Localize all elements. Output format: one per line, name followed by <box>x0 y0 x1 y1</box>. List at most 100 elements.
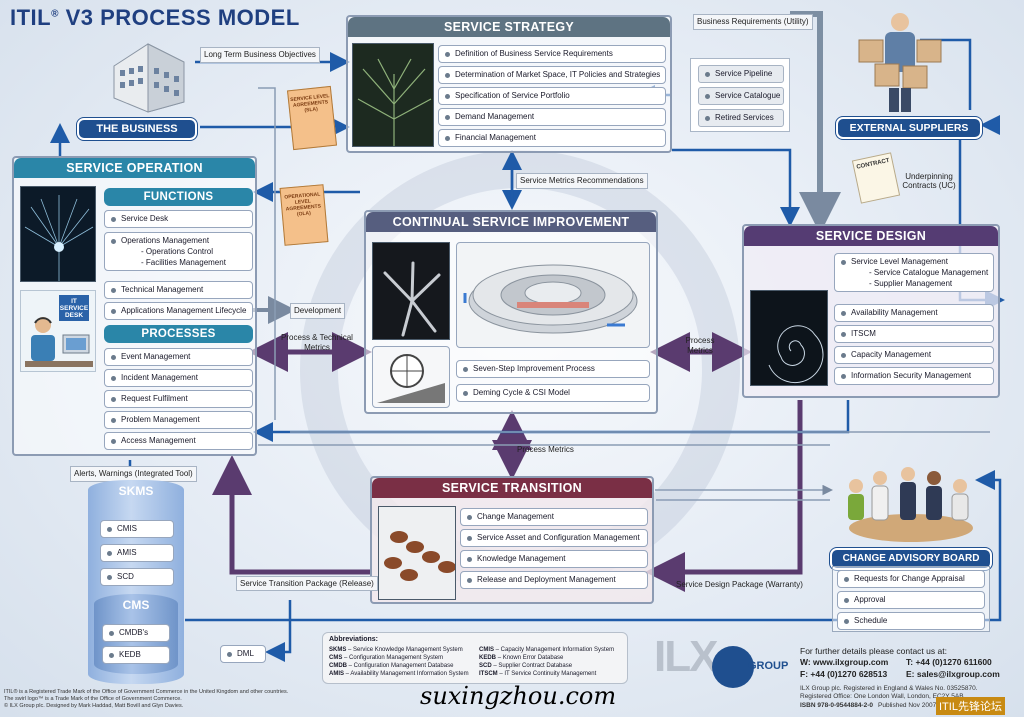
service-operation-panel: SERVICE OPERATION IT SERVICE DESK FUNCTI… <box>12 156 257 456</box>
portfolio-item[interactable]: Retired Services <box>698 109 784 127</box>
transition-book-cover <box>378 506 456 600</box>
strategy-item[interactable]: Determination of Market Space, IT Polici… <box>438 66 666 84</box>
skms-item[interactable]: AMIS <box>100 544 174 562</box>
external-suppliers-badge: EXTERNAL SUPPLIERS <box>836 117 982 139</box>
ola-document: OPERATIONAL LEVEL AGREEMENTS (OLA) <box>279 184 329 246</box>
abbreviations-panel: Abbreviations: SKMS – Service Knowledge … <box>322 632 628 684</box>
label-service-transition-package: Service Transition Package (Release) <box>236 576 378 591</box>
contact-intro: For further details please contact us at… <box>800 646 947 656</box>
functions-header: FUNCTIONS <box>104 188 253 206</box>
skms-label: SKMS <box>118 484 154 498</box>
office-building-icon <box>113 43 185 113</box>
function-service-desk[interactable]: Service Desk <box>104 210 253 228</box>
portfolio-item[interactable]: Service Pipeline <box>698 65 784 83</box>
contact-web[interactable]: W: www.ilxgroup.com <box>800 657 889 667</box>
operation-process[interactable]: Event Management <box>104 348 253 366</box>
design-slm[interactable]: Service Level Management - Service Catal… <box>834 253 994 292</box>
contact-tel: T: +44 (0)1270 611600 <box>906 657 992 667</box>
cms-item[interactable]: KEDB <box>102 646 170 664</box>
label-process-technical-metrics: Process & Technical Metrics <box>281 333 353 352</box>
trademark-notice: ITIL® is a Registered Trade Mark of the … <box>4 689 289 709</box>
arrow-design-package <box>645 400 803 592</box>
contact-email[interactable]: E: sales@ilxgroup.com <box>906 669 1000 679</box>
ilx-group-text: GROUP <box>748 660 789 672</box>
cab-item[interactable]: Approval <box>837 591 985 609</box>
design-book-cover <box>750 290 828 386</box>
supplier-person-icon <box>858 13 942 112</box>
label-business-requirements: Business Requirements (Utility) <box>693 14 813 30</box>
abbreviations-left: SKMS – Service Knowledge Management Syst… <box>329 647 469 677</box>
strategy-item[interactable]: Specification of Service Portfolio <box>438 87 666 105</box>
function-technical-management[interactable]: Technical Management <box>104 281 253 299</box>
operation-book-cover <box>20 186 96 282</box>
arrow-strategy-design <box>672 148 800 227</box>
csi-header: CONTINUAL SERVICE IMPROVEMENT <box>366 212 656 232</box>
abbreviations-title: Abbreviations: <box>329 636 379 643</box>
operation-process[interactable]: Access Management <box>104 432 253 450</box>
strategy-book-cover <box>352 43 434 147</box>
portfolio-item[interactable]: Service Catalogue <box>698 87 784 105</box>
arrow-business-requirements <box>790 11 841 234</box>
service-transition-panel: SERVICE TRANSITION Change Management Ser… <box>370 476 654 604</box>
strategy-item[interactable]: Financial Management <box>438 129 666 147</box>
service-strategy-header: SERVICE STRATEGY <box>348 17 670 37</box>
transition-item[interactable]: Change Management <box>460 508 648 526</box>
label-process-metrics-right: Process Metrics <box>685 336 715 355</box>
abbreviations-right: CMIS – Capacity Management Information S… <box>479 647 615 677</box>
ilx-logo-mark <box>712 646 754 688</box>
csi-panel: CONTINUAL SERVICE IMPROVEMENT Seven-Step… <box>364 210 658 414</box>
design-item[interactable]: Capacity Management <box>834 346 994 364</box>
corner-watermark: ITIL先锋论坛 <box>936 697 1005 715</box>
label-process-metrics: Process Metrics <box>517 445 574 454</box>
service-design-header: SERVICE DESIGN <box>744 226 998 246</box>
it-service-desk-badge: IT SERVICE DESK <box>59 295 89 321</box>
skms-item[interactable]: SCD <box>100 568 174 586</box>
design-item[interactable]: Information Security Management <box>834 367 994 385</box>
service-transition-header: SERVICE TRANSITION <box>372 478 652 498</box>
isbn: ISBN 978-0-9544884-2-0 <box>800 702 873 709</box>
design-item[interactable]: ITSCM <box>834 325 994 343</box>
label-development: Development <box>290 303 346 319</box>
registration-line: ILX Group plc. Registered in England & W… <box>800 685 978 692</box>
operation-process[interactable]: Problem Management <box>104 411 253 429</box>
csi-item[interactable]: Deming Cycle & CSI Model <box>456 384 650 402</box>
sla-document: SERVICE LEVEL AGREEMENTS (SLA) <box>286 85 338 151</box>
service-portfolio-box: Service Pipeline Service Catalogue Retir… <box>690 58 790 132</box>
arrow-transition-package <box>212 455 370 575</box>
cab-item[interactable]: Schedule <box>837 612 985 630</box>
function-applications-management[interactable]: Applications Management Lifecycle <box>104 302 253 320</box>
service-desk-illustration: IT SERVICE DESK <box>20 290 96 372</box>
dml-box[interactable]: DML <box>220 645 266 663</box>
deming-cycle-diagram <box>372 346 450 408</box>
arrow-cms-cab <box>185 470 1002 622</box>
transition-item[interactable]: Release and Deployment Management <box>460 571 648 589</box>
label-service-metrics-recommendations: Service Metrics Recommendations <box>516 173 648 189</box>
registered-office: Registered Office: One London Wall, Lond… <box>800 693 964 700</box>
watermark-text: suxingzhou.com <box>420 682 617 710</box>
strategy-item[interactable]: Definition of Business Service Requireme… <box>438 45 666 63</box>
cms-item[interactable]: CMDB's <box>102 624 170 642</box>
processes-header: PROCESSES <box>104 325 253 343</box>
cab-item[interactable]: Requests for Change Appraisal <box>837 570 985 588</box>
skms-item[interactable]: CMIS <box>100 520 174 538</box>
transition-item[interactable]: Knowledge Management <box>460 550 648 568</box>
cab-panel: Requests for Change Appraisal Approval S… <box>832 566 990 632</box>
csi-book-cover <box>372 242 450 340</box>
page-title: ITIL® V3 PROCESS MODEL <box>10 5 300 30</box>
transition-item[interactable]: Service Asset and Configuration Manageme… <box>460 529 648 547</box>
operation-process[interactable]: Request Fulfilment <box>104 390 253 408</box>
service-strategy-panel: SERVICE STRATEGY Definition of Business … <box>346 15 672 153</box>
ilx-logo: ILX <box>654 632 718 681</box>
function-operations-management[interactable]: Operations Management - Operations Contr… <box>104 232 253 271</box>
cab-meeting-icon <box>848 467 973 542</box>
strategy-item[interactable]: Demand Management <box>438 108 666 126</box>
csi-diagram <box>456 242 650 348</box>
label-long-term-objectives: Long Term Business Objectives <box>200 47 320 63</box>
published-date: Published Nov 2007 <box>878 702 937 709</box>
contact-fax: F: +44 (0)1270 628513 <box>800 669 888 679</box>
arrow-dml <box>265 600 292 662</box>
csi-item[interactable]: Seven-Step Improvement Process <box>456 360 650 378</box>
the-business-badge: THE BUSINESS <box>77 118 197 140</box>
operation-process[interactable]: Incident Management <box>104 369 253 387</box>
design-item[interactable]: Availability Management <box>834 304 994 322</box>
